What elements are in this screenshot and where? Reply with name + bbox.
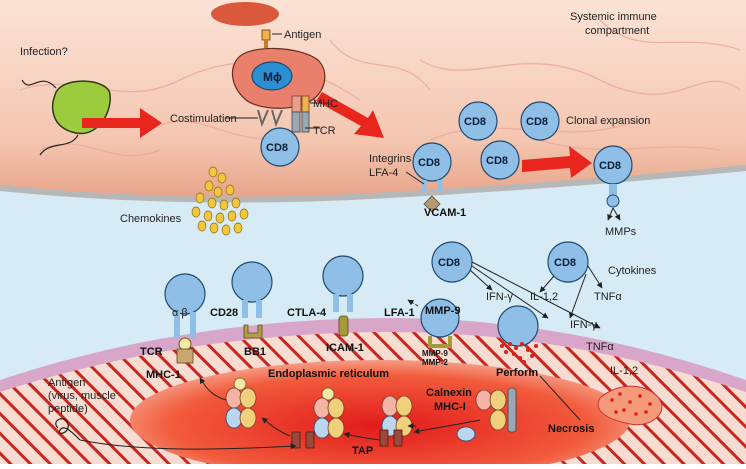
- integrins-label: Integrins: [369, 153, 412, 165]
- cd8-label-8: CD8: [554, 257, 576, 269]
- red-arrow-2: [316, 92, 384, 138]
- antigen-top-icon: [261, 29, 271, 41]
- necrosis-area: [597, 385, 663, 426]
- perforin-label: Perforin: [496, 367, 538, 379]
- lfa1-label: LFA-1: [384, 307, 415, 319]
- cd8-label-2: CD8: [464, 116, 486, 128]
- mmp9-small-label: MMP-9: [422, 349, 448, 358]
- cd8-label-5: CD8: [418, 157, 440, 169]
- cd28-cell: [231, 261, 273, 303]
- er-pathway-arrows: [199, 377, 481, 441]
- red-arrow-1: [82, 108, 162, 138]
- chemokines-label: Chemokines: [120, 213, 182, 225]
- cd8-cell-4: [480, 140, 520, 180]
- il12-label-1: IL-1,2: [530, 291, 558, 303]
- mhc-assembly-1: [225, 377, 257, 429]
- vcam1-icon: [423, 195, 441, 213]
- tcr-bottom-icon: [174, 312, 196, 338]
- costim-molecule: [257, 109, 269, 127]
- ctla4-label: CTLA-4: [287, 307, 327, 319]
- chemokine-dots: [191, 166, 249, 236]
- mhci-label: MHC-I: [434, 401, 466, 413]
- cytokines-label: Cytokines: [608, 265, 657, 277]
- mmp-icon: [428, 336, 452, 348]
- antigen-bottom-icon: [55, 418, 81, 441]
- vcam1-label: VCAM-1: [424, 207, 466, 219]
- blood-vessel: [0, 0, 746, 200]
- mhc-assembly-2: [313, 387, 345, 439]
- vessel-wall: [0, 165, 746, 203]
- tcr-top-icon: [291, 111, 301, 133]
- cytokine-arrows: [469, 261, 603, 329]
- alpha-beta-label: α β: [172, 307, 188, 319]
- cd8-cell-3: [520, 101, 560, 141]
- bb1-icon: [243, 324, 263, 339]
- integrin-icon: [421, 180, 443, 192]
- mmp9-receptor-label: MMP-9: [425, 305, 460, 317]
- antigen-top-label: Antigen: [284, 29, 321, 41]
- mphi-label: Mϕ: [263, 70, 282, 84]
- tap-transporter: [291, 429, 403, 449]
- bb1-label: BB1: [244, 346, 266, 358]
- systemic-label-line1: Systemic immune: [570, 11, 657, 23]
- calnexin-label: Calnexin: [426, 387, 472, 399]
- cd28-label: CD28: [210, 307, 238, 319]
- systemic-label-line2: compartment: [585, 25, 649, 37]
- antigen-peptide-icon: [178, 337, 192, 351]
- mhc-assembly-3: [381, 395, 413, 437]
- perforin-cell: [497, 305, 539, 347]
- macrophage-nucleus: [251, 61, 293, 91]
- calnexin-complex: [456, 387, 517, 442]
- necrosis-label: Necrosis: [548, 423, 594, 435]
- lfa4-label: LFA-4: [369, 167, 398, 179]
- cd8-label-1: CD8: [266, 142, 288, 154]
- pathogen-flagellum: [21, 79, 57, 89]
- ctla4-icon: [333, 294, 353, 312]
- mhc1-icon: [176, 348, 194, 364]
- red-arrow-3: [522, 146, 592, 178]
- costimulation-label: Costimulation: [170, 113, 237, 125]
- pathogen-flagellum-2: [39, 134, 79, 156]
- tnfa-label-2: TNFα: [586, 341, 614, 353]
- tcr-top-label: TCR: [313, 125, 336, 137]
- antigen-bottom-label-3: peptide): [48, 403, 88, 415]
- tcr-bottom-label: TCR: [140, 346, 163, 358]
- cd8-label-6: CD8: [599, 160, 621, 172]
- icam1-label: ICAM-1: [326, 342, 364, 354]
- antigen-bottom-label-2: (virus, muscle: [48, 390, 116, 402]
- infection-label: Infection?: [20, 46, 68, 58]
- antigen-bottom-label-1: Antigen: [48, 377, 85, 389]
- ifn-g-label-1: IFN-γ: [486, 291, 513, 303]
- icam1-icon: [338, 315, 349, 337]
- red-blood-cell: [211, 2, 279, 26]
- mhc-top-icon: [291, 95, 302, 113]
- ctla4-cell: [322, 255, 364, 297]
- er-label: Endoplasmic reticulum: [268, 368, 389, 380]
- cd8-label-4: CD8: [486, 155, 508, 167]
- cd8-cell-1: [260, 127, 300, 167]
- cd8-label-3: CD8: [526, 116, 548, 128]
- cd28-icon: [242, 300, 262, 318]
- mmp9-cell: [420, 298, 460, 338]
- tcr-cell: [164, 273, 206, 315]
- tnfa-label-1: TNFα: [594, 291, 622, 303]
- mmps-label: MMPs: [605, 226, 637, 238]
- il12-label-2: IL-1,2: [610, 365, 638, 377]
- cd8-cell-integrin: [412, 142, 452, 182]
- clonal-expansion-label: Clonal expansion: [566, 115, 650, 127]
- mhc-top-label: MHC: [313, 98, 338, 110]
- perforin-granules: [500, 342, 538, 364]
- mmp2-small-label: MMP-2: [422, 358, 448, 367]
- tap-label: TAP: [352, 445, 373, 457]
- cd8-cell-cytokine-2: [547, 241, 589, 283]
- endoplasmic-reticulum: [130, 360, 630, 469]
- cd8-cell-2: [458, 101, 498, 141]
- mhc1-label: MHC-1: [146, 369, 181, 381]
- ifn-g-label-2: IFN-γ: [570, 319, 597, 331]
- necrosis-dots: [610, 392, 652, 416]
- antigen-top-stalk: [264, 40, 268, 48]
- cd8-label-7: CD8: [438, 257, 460, 269]
